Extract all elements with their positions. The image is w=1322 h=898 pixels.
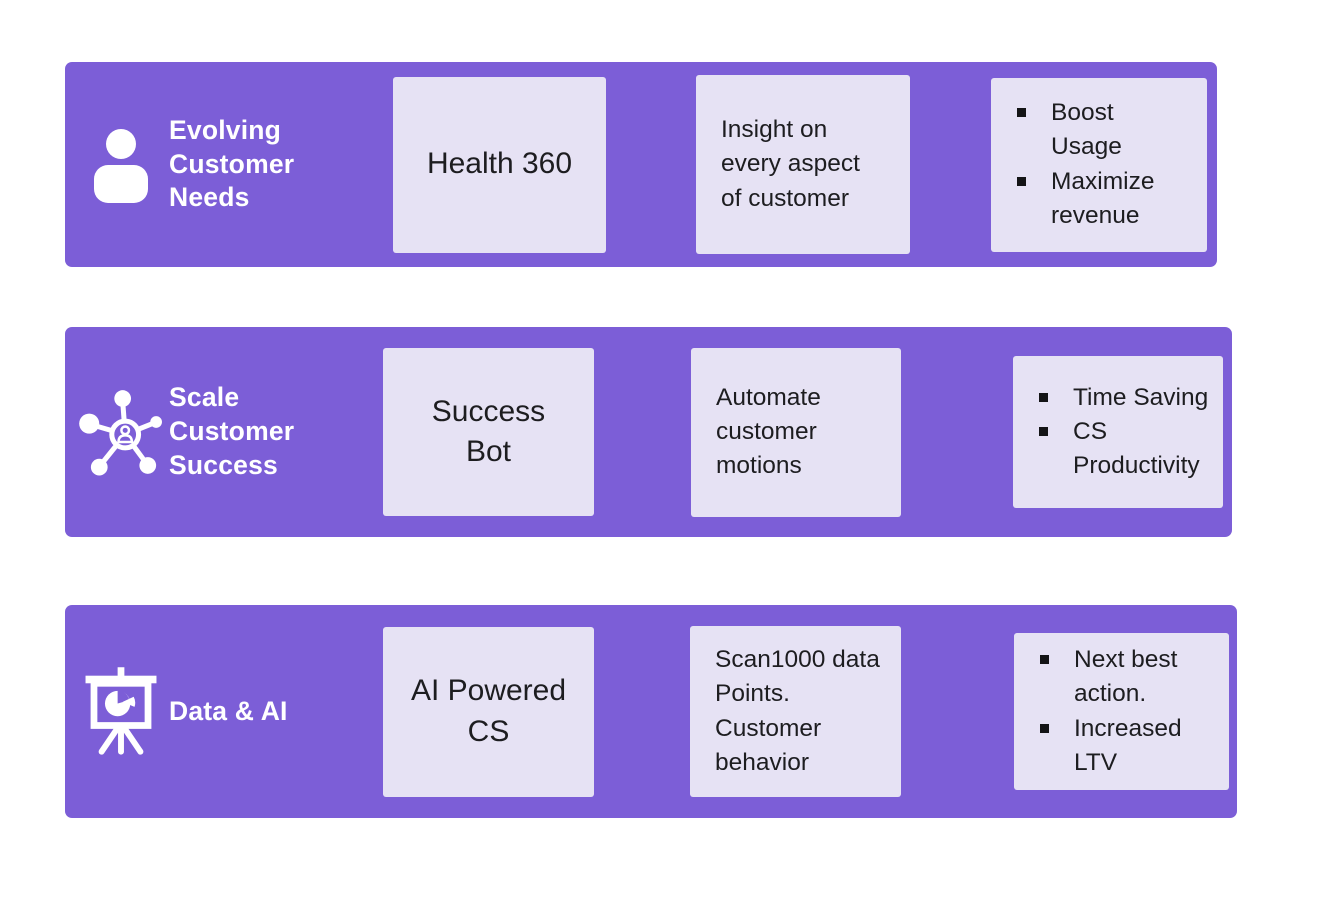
square-bullet-icon (1039, 426, 1048, 436)
band-evolving-customer-needs: Evolving Customer Needs Health 360 Insig… (65, 62, 1217, 267)
row2-description-box: Automate customer motions (691, 347, 901, 517)
presentation-pie-chart-icon (85, 666, 157, 755)
bullet-text: Boost Usage (1051, 98, 1122, 161)
square-bullet-icon (1040, 654, 1049, 664)
bullet-item: CS Productivity (1033, 415, 1215, 484)
row3-product-box: AI Powered CS (383, 626, 594, 797)
row2-product-box: Success Bot (383, 348, 594, 516)
row1-label: Evolving Customer Needs (169, 114, 295, 213)
row2-benefits-box: Time Saving CS Productivity (1013, 356, 1223, 508)
row3-benefits-box: Next best action. Increased LTV (1014, 633, 1229, 790)
row2-icon-wrap (79, 386, 163, 478)
row3-icon-wrap (79, 666, 163, 757)
band-data-and-ai: Data & AI AI Powered CS Scan1000 data Po… (65, 605, 1237, 818)
person-icon (94, 128, 148, 203)
row3-description-box: Scan1000 data Points. Customer behavior (690, 626, 901, 797)
people-network-icon (79, 390, 162, 476)
row2-label: Scale Customer Success (169, 382, 295, 480)
bullet-text: Time Saving (1073, 383, 1209, 411)
bullet-text: Increased LTV (1074, 714, 1182, 776)
bullet-item: Increased LTV (1034, 712, 1221, 781)
square-bullet-icon (1040, 723, 1049, 733)
bullet-text: Maximize revenue (1051, 167, 1155, 229)
row1-description-box: Insight on every aspect of customer (696, 75, 910, 254)
bullet-item: Boost Usage (1011, 96, 1199, 165)
row1-benefits-box: Boost Usage Maximize revenue (991, 77, 1207, 252)
bullet-text: CS Productivity (1073, 417, 1200, 480)
square-bullet-icon (1039, 392, 1048, 402)
row1-icon-wrap (79, 127, 163, 203)
bullet-item: Maximize revenue (1011, 165, 1199, 234)
bullet-item: Time Saving (1033, 381, 1215, 415)
bullet-text: Next best action. (1074, 645, 1178, 708)
bullet-item: Next best action. (1034, 643, 1221, 712)
square-bullet-icon (1017, 176, 1026, 186)
band-scale-customer-success: Scale Customer Success Success Bot Autom… (65, 327, 1232, 537)
row3-label: Data & AI (169, 695, 288, 726)
row1-product-box: Health 360 (393, 76, 606, 253)
square-bullet-icon (1017, 107, 1026, 117)
